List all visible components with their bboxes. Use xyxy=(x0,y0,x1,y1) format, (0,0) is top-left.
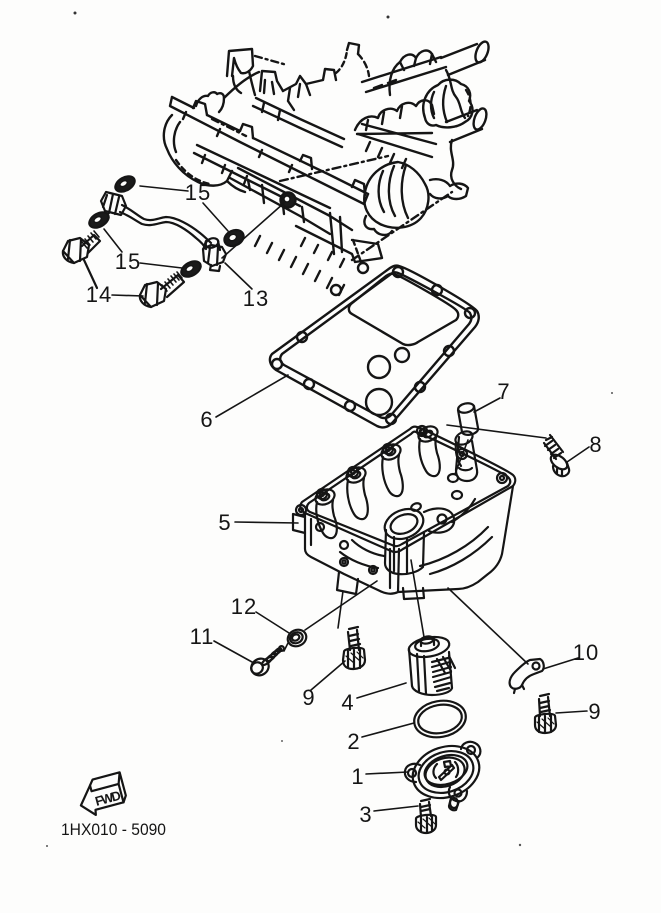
svg-text:FWD: FWD xyxy=(93,788,122,809)
svg-text:14: 14 xyxy=(86,282,112,307)
svg-text:7: 7 xyxy=(497,379,510,404)
svg-text:8: 8 xyxy=(589,432,602,457)
svg-text:1: 1 xyxy=(351,764,364,789)
svg-text:5: 5 xyxy=(218,510,231,535)
svg-text:10: 10 xyxy=(573,640,599,665)
svg-text:9: 9 xyxy=(302,685,315,710)
svg-text:15: 15 xyxy=(185,180,211,205)
svg-text:3: 3 xyxy=(359,802,372,827)
svg-text:9: 9 xyxy=(588,699,601,724)
svg-text:13: 13 xyxy=(243,286,269,311)
svg-text:15: 15 xyxy=(115,249,141,274)
svg-text:12: 12 xyxy=(231,594,257,619)
svg-text:4: 4 xyxy=(341,690,354,715)
svg-text:6: 6 xyxy=(200,407,213,432)
svg-text:1HX010 - 5090: 1HX010 - 5090 xyxy=(61,820,166,839)
svg-text:11: 11 xyxy=(190,624,215,649)
svg-text:2: 2 xyxy=(347,729,360,754)
